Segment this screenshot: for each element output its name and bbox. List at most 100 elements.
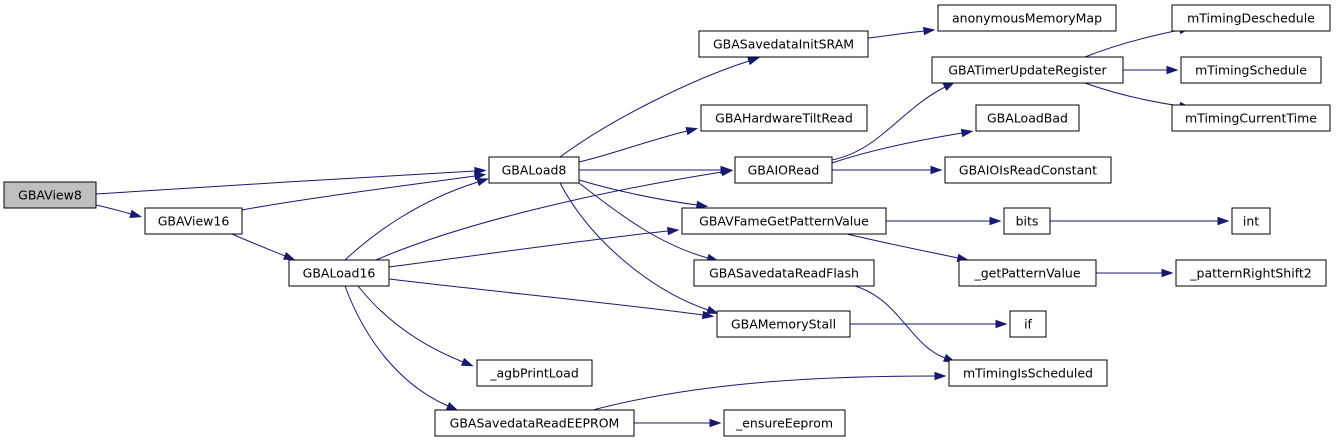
node-GBALoad16[interactable]: GBALoad16 xyxy=(288,259,390,287)
node-GBAView16[interactable]: GBAView16 xyxy=(144,207,243,235)
node-GBAView8[interactable]: GBAView8 xyxy=(3,181,97,209)
node-label: GBAHardwareTiltRead xyxy=(715,111,853,126)
edge-line xyxy=(344,285,449,407)
edge-line xyxy=(231,233,286,257)
node-label: GBASavedataInitSRAM xyxy=(713,37,854,52)
arrowhead xyxy=(667,226,680,236)
node-GBATimerUpdateRegister[interactable]: GBATimerUpdateRegister xyxy=(931,56,1124,84)
edge-line xyxy=(1084,82,1181,107)
node-anonymousMemoryMap[interactable]: anonymousMemoryMap xyxy=(937,4,1117,32)
node-_ensureEeprom[interactable]: _ensureEeprom xyxy=(723,409,846,437)
edge-GBATimerUpdateRegister-to-mTimingSchedule xyxy=(1123,65,1179,75)
edge-line xyxy=(559,182,709,311)
node-GBAHardwareTiltRead[interactable]: GBAHardwareTiltRead xyxy=(700,104,868,132)
node-box xyxy=(1180,56,1322,84)
edge-GBAVFameGetPatternValue-to-_getPatternValue xyxy=(846,233,970,262)
nodes-layer: GBAView8GBAView16GBALoad8GBALoad16GBASav… xyxy=(3,4,1331,437)
edge-line xyxy=(831,86,946,161)
node-box xyxy=(937,4,1117,32)
node-label: bits xyxy=(1016,214,1039,229)
node-GBALoad8[interactable]: GBALoad8 xyxy=(488,156,580,184)
edge-GBALoad16-to-GBAVFameGetPatternValue xyxy=(388,226,680,268)
node-box xyxy=(3,181,97,209)
edge-line xyxy=(578,130,688,163)
edge-GBALoad16-to-GBAMemoryStall xyxy=(388,278,715,320)
node-mTimingSchedule[interactable]: mTimingSchedule xyxy=(1180,56,1322,84)
edge-line xyxy=(578,182,709,259)
node-label: GBASavedataReadEEPROM xyxy=(450,416,620,431)
node-label: GBATimerUpdateRegister xyxy=(948,63,1107,78)
node-label: GBAMemoryStall xyxy=(731,317,836,332)
node-label: int xyxy=(1243,214,1259,229)
node-GBASavedataInitSRAM[interactable]: GBASavedataInitSRAM xyxy=(698,30,869,58)
node-box xyxy=(931,56,1124,84)
edge-line xyxy=(559,60,750,158)
edge-GBALoad8-to-GBAMemoryStall xyxy=(559,182,719,314)
node-mTimingDeschedule[interactable]: mTimingDeschedule xyxy=(1171,4,1331,32)
edge-line xyxy=(388,278,704,316)
node-_agbPrintLoad[interactable]: _agbPrintLoad xyxy=(476,359,593,387)
node-GBALoadBad[interactable]: GBALoadBad xyxy=(975,104,1080,132)
node-label: _agbPrintLoad xyxy=(489,366,579,381)
arrowhead xyxy=(445,401,459,411)
arrowhead xyxy=(934,371,947,381)
node-box xyxy=(1009,310,1047,338)
node-mTimingCurrentTime[interactable]: mTimingCurrentTime xyxy=(1171,104,1331,132)
edge-GBALoad8-to-GBAVFameGetPatternValue xyxy=(578,179,709,210)
node-GBAIORead[interactable]: GBAIORead xyxy=(734,156,833,184)
node-bits[interactable]: bits xyxy=(1003,207,1051,235)
arrowhead xyxy=(695,200,709,210)
node-GBAMemoryStall[interactable]: GBAMemoryStall xyxy=(716,310,851,338)
node-_patternRightShift2[interactable]: _patternRightShift2 xyxy=(1175,259,1327,287)
node-GBASavedataReadFlash[interactable]: GBASavedataReadFlash xyxy=(693,259,875,287)
node-box xyxy=(476,359,593,387)
node-box xyxy=(1171,104,1331,132)
arrowhead xyxy=(473,171,487,181)
node-GBAIOIsReadConstant[interactable]: GBAIOIsReadConstant xyxy=(944,156,1112,184)
node-label: GBASavedataReadFlash xyxy=(709,266,859,281)
node-box xyxy=(734,156,833,184)
edge-line xyxy=(592,375,936,411)
arrowhead xyxy=(685,127,699,136)
node-label: mTimingIsScheduled xyxy=(963,366,1093,381)
node-label: GBAView16 xyxy=(158,214,230,229)
arrowhead xyxy=(701,310,715,320)
edge-line xyxy=(846,233,959,259)
edge-GBAView16-to-GBALoad8 xyxy=(241,171,487,211)
edge-line xyxy=(578,179,698,206)
edge-GBASavedataReadEEPROM-to-mTimingIsScheduled xyxy=(592,371,947,411)
node-int[interactable]: int xyxy=(1231,207,1271,235)
arrowhead xyxy=(1217,216,1230,226)
node-label: GBAView8 xyxy=(18,188,82,203)
node-label: GBALoad16 xyxy=(303,266,376,281)
edge-GBALoad8-to-GBASavedataInitSRAM xyxy=(559,57,760,158)
node-box xyxy=(434,409,635,437)
node-_getPatternValue[interactable]: _getPatternValue xyxy=(958,259,1097,287)
node-label: _getPatternValue xyxy=(973,266,1080,281)
edge-GBASavedataInitSRAM-to-anonymousMemoryMap xyxy=(867,26,936,39)
node-if[interactable]: if xyxy=(1009,310,1047,338)
node-label: GBAIOIsReadConstant xyxy=(959,163,1097,178)
node-label: mTimingDeschedule xyxy=(1187,11,1315,26)
node-GBASavedataReadEEPROM[interactable]: GBASavedataReadEEPROM xyxy=(434,409,635,437)
edge-GBALoad16-to-GBASavedataReadEEPROM xyxy=(344,285,459,411)
node-box xyxy=(958,259,1097,287)
node-GBAVFameGetPatternValue[interactable]: GBAVFameGetPatternValue xyxy=(681,207,887,235)
node-box xyxy=(681,207,887,235)
edge-bits-to-int xyxy=(1050,216,1230,226)
node-label: anonymousMemoryMap xyxy=(952,11,1102,26)
edge-GBAMemoryStall-to-if xyxy=(850,319,1008,329)
arrowhead xyxy=(1161,268,1174,278)
node-box xyxy=(1003,207,1051,235)
node-label: if xyxy=(1024,317,1032,332)
edge-GBAView8-to-GBAView16 xyxy=(95,204,143,218)
edge-line xyxy=(344,181,479,261)
edge-GBAView8-to-GBALoad8 xyxy=(95,166,487,195)
node-box xyxy=(1231,207,1271,235)
node-box xyxy=(698,30,869,58)
edge-line xyxy=(867,30,925,39)
node-box xyxy=(144,207,243,235)
node-mTimingIsScheduled[interactable]: mTimingIsScheduled xyxy=(948,359,1108,387)
arrowhead xyxy=(747,57,760,66)
